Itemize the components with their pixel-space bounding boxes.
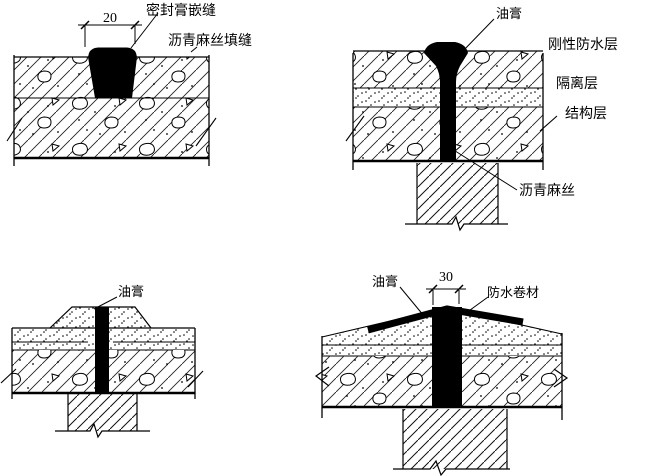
mastic-funnel-and-strip bbox=[424, 42, 468, 161]
dimension-20-value: 20 bbox=[103, 11, 117, 26]
dimension-tick bbox=[428, 284, 438, 294]
wall-break-line bbox=[55, 422, 150, 439]
dimension-tick bbox=[454, 284, 464, 294]
break-mark-right bbox=[187, 370, 204, 388]
break-mark-right bbox=[539, 115, 558, 132]
dimension-20: 20 bbox=[78, 11, 142, 47]
label-mastic: 油膏 bbox=[372, 274, 398, 289]
label-asphalt-hemp-fill: 沥青麻丝填缝 bbox=[168, 33, 252, 49]
label-mastic: 油膏 bbox=[118, 284, 144, 299]
label-rigid-waterproof-layer: 刚性防水层 bbox=[548, 37, 618, 53]
waterproof-membrane bbox=[367, 305, 524, 334]
wall-section bbox=[403, 409, 507, 469]
label-waterproof-membrane: 防水卷材 bbox=[487, 285, 539, 300]
dimension-tick bbox=[80, 20, 90, 30]
aggregate-overlay bbox=[14, 98, 209, 158]
wall-section bbox=[417, 163, 498, 224]
leader-line-mastic bbox=[399, 286, 425, 317]
leader-line-mastic bbox=[93, 296, 118, 310]
break-mark-right bbox=[195, 117, 217, 147]
label-sealant-caulking: 密封膏嵌缝 bbox=[146, 2, 216, 19]
dimension-30: 30 bbox=[426, 270, 466, 305]
label-isolation-layer: 隔离层 bbox=[556, 75, 598, 92]
label-asphalt-hemp: 沥青麻丝 bbox=[519, 183, 575, 199]
wall-section bbox=[68, 394, 137, 431]
leader-line-asphalt-hemp bbox=[451, 148, 518, 191]
wall-break-line bbox=[405, 215, 508, 232]
mastic-strip bbox=[95, 307, 109, 393]
leader-line-sealant bbox=[130, 12, 159, 49]
break-mark-left bbox=[345, 115, 365, 142]
panel-sealed-joint-detail: 20 密封膏嵌缝 沥青麻丝填缝 bbox=[6, 2, 252, 166]
label-structural-layer: 结构层 bbox=[565, 106, 607, 122]
leader-tick-joint-fill bbox=[190, 46, 198, 53]
sealant-plug-shape bbox=[88, 47, 137, 98]
panel-raised-mortar-joint-detail: 油膏 bbox=[0, 284, 204, 439]
label-mastic: 油膏 bbox=[496, 6, 522, 21]
break-mark-left bbox=[6, 117, 23, 142]
break-mark-right bbox=[553, 368, 569, 388]
break-mark-left bbox=[314, 366, 330, 387]
mastic-strip bbox=[432, 307, 462, 408]
leader-line-mastic bbox=[460, 18, 495, 54]
panel-rigid-waterproof-detail: 油膏 刚性防水层 隔离层 结构层 沥青麻丝 bbox=[345, 6, 618, 232]
wall-break-line bbox=[393, 459, 510, 476]
break-mark-left bbox=[0, 368, 17, 384]
dimension-tick bbox=[130, 20, 140, 30]
panel-membrane-joint-detail: 30 油膏 防水卷材 bbox=[314, 270, 569, 476]
dimension-30-value: 30 bbox=[439, 270, 453, 285]
leader-line-membrane bbox=[465, 296, 489, 314]
